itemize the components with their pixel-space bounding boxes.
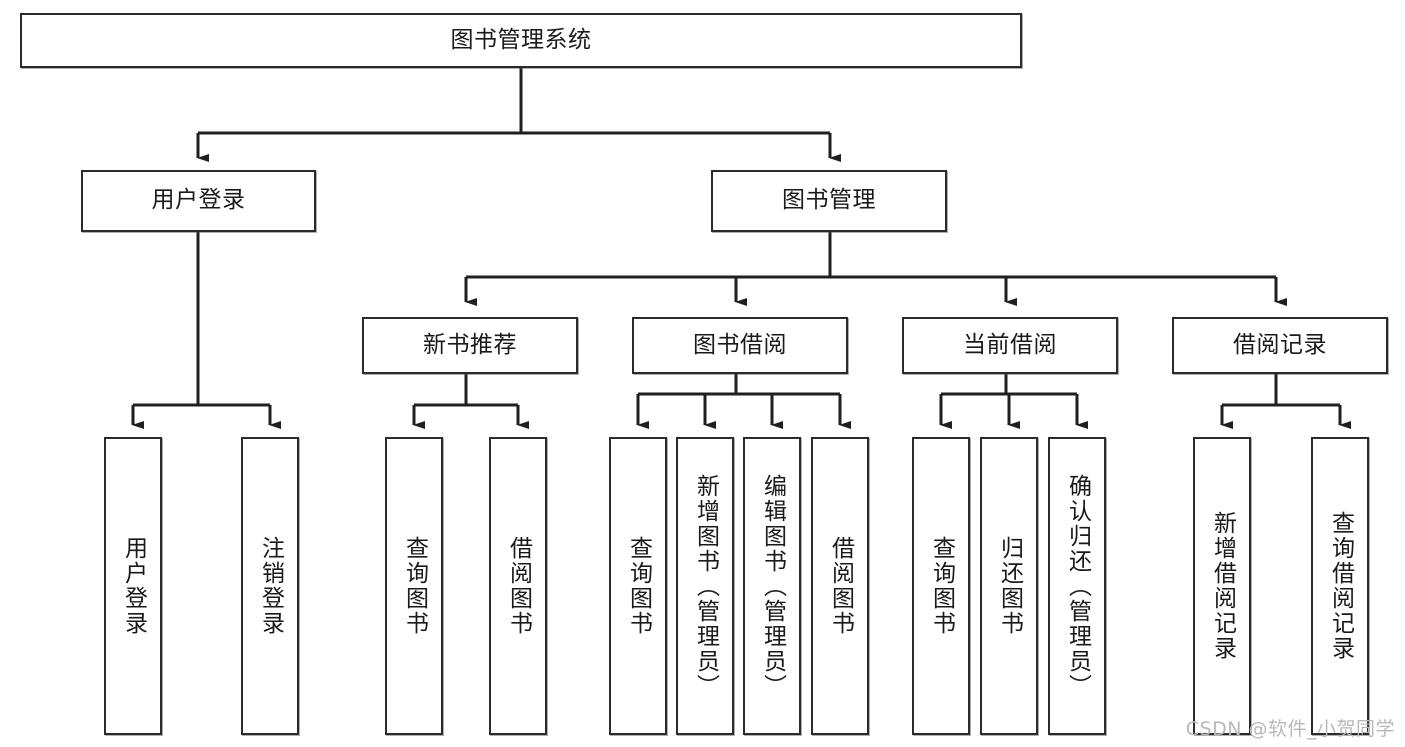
leaf-edit-book-admin[interactable]: 编辑图书（管理员） [743,437,801,735]
node-label: 当前借阅 [963,331,1057,358]
leaf-borrow-books-recommend[interactable]: 借阅图书 [489,437,547,735]
leaf-logout[interactable]: 注销登录 [241,437,299,735]
node-label: 查询借阅记录 [1327,511,1354,661]
leaf-confirm-return-admin[interactable]: 确认归还（管理员） [1048,437,1106,735]
node-label: 借阅图书 [505,536,532,636]
leaf-return-books[interactable]: 归还图书 [980,437,1038,735]
node-label: 查询图书 [625,536,652,636]
leaf-add-book-admin[interactable]: 新增图书（管理员） [676,437,734,735]
node-label: 归还图书 [996,536,1023,636]
node-label: 借阅记录 [1233,331,1327,358]
leaf-query-books-borrow[interactable]: 查询图书 [609,437,667,735]
node-book-management[interactable]: 图书管理 [711,170,947,232]
leaf-add-borrow-record[interactable]: 新增借阅记录 [1193,437,1251,735]
watermark-text: CSDN @软件_小贺同学 [1185,718,1395,740]
node-user-login[interactable]: 用户登录 [81,170,316,232]
node-label: 借阅图书 [827,536,854,636]
node-new-book-recommend[interactable]: 新书推荐 [362,317,578,374]
leaf-query-books-current[interactable]: 查询图书 [912,437,970,735]
node-label: 新增图书（管理员） [692,473,719,699]
node-label: 用户登录 [151,187,246,214]
node-book-borrow[interactable]: 图书借阅 [632,317,848,374]
node-borrow-records[interactable]: 借阅记录 [1172,317,1388,374]
leaf-query-borrow-record[interactable]: 查询借阅记录 [1311,437,1369,735]
leaf-user-login[interactable]: 用户登录 [104,437,162,735]
leaf-borrow-books[interactable]: 借阅图书 [811,437,869,735]
node-label: 用户登录 [120,536,147,636]
node-label: 查询图书 [928,536,955,636]
node-label: 新书推荐 [423,331,517,358]
node-label: 查询图书 [401,536,428,636]
node-current-borrow[interactable]: 当前借阅 [902,317,1118,374]
leaf-query-books-recommend[interactable]: 查询图书 [385,437,443,735]
node-label: 图书借阅 [693,331,787,358]
node-label: 图书管理系统 [450,26,592,53]
node-label: 图书管理 [782,187,876,214]
node-label: 新增借阅记录 [1209,511,1236,661]
node-label: 注销登录 [257,536,284,636]
node-label: 编辑图书（管理员） [759,473,786,699]
node-label: 确认归还（管理员） [1064,473,1091,699]
node-root-system[interactable]: 图书管理系统 [20,13,1022,68]
